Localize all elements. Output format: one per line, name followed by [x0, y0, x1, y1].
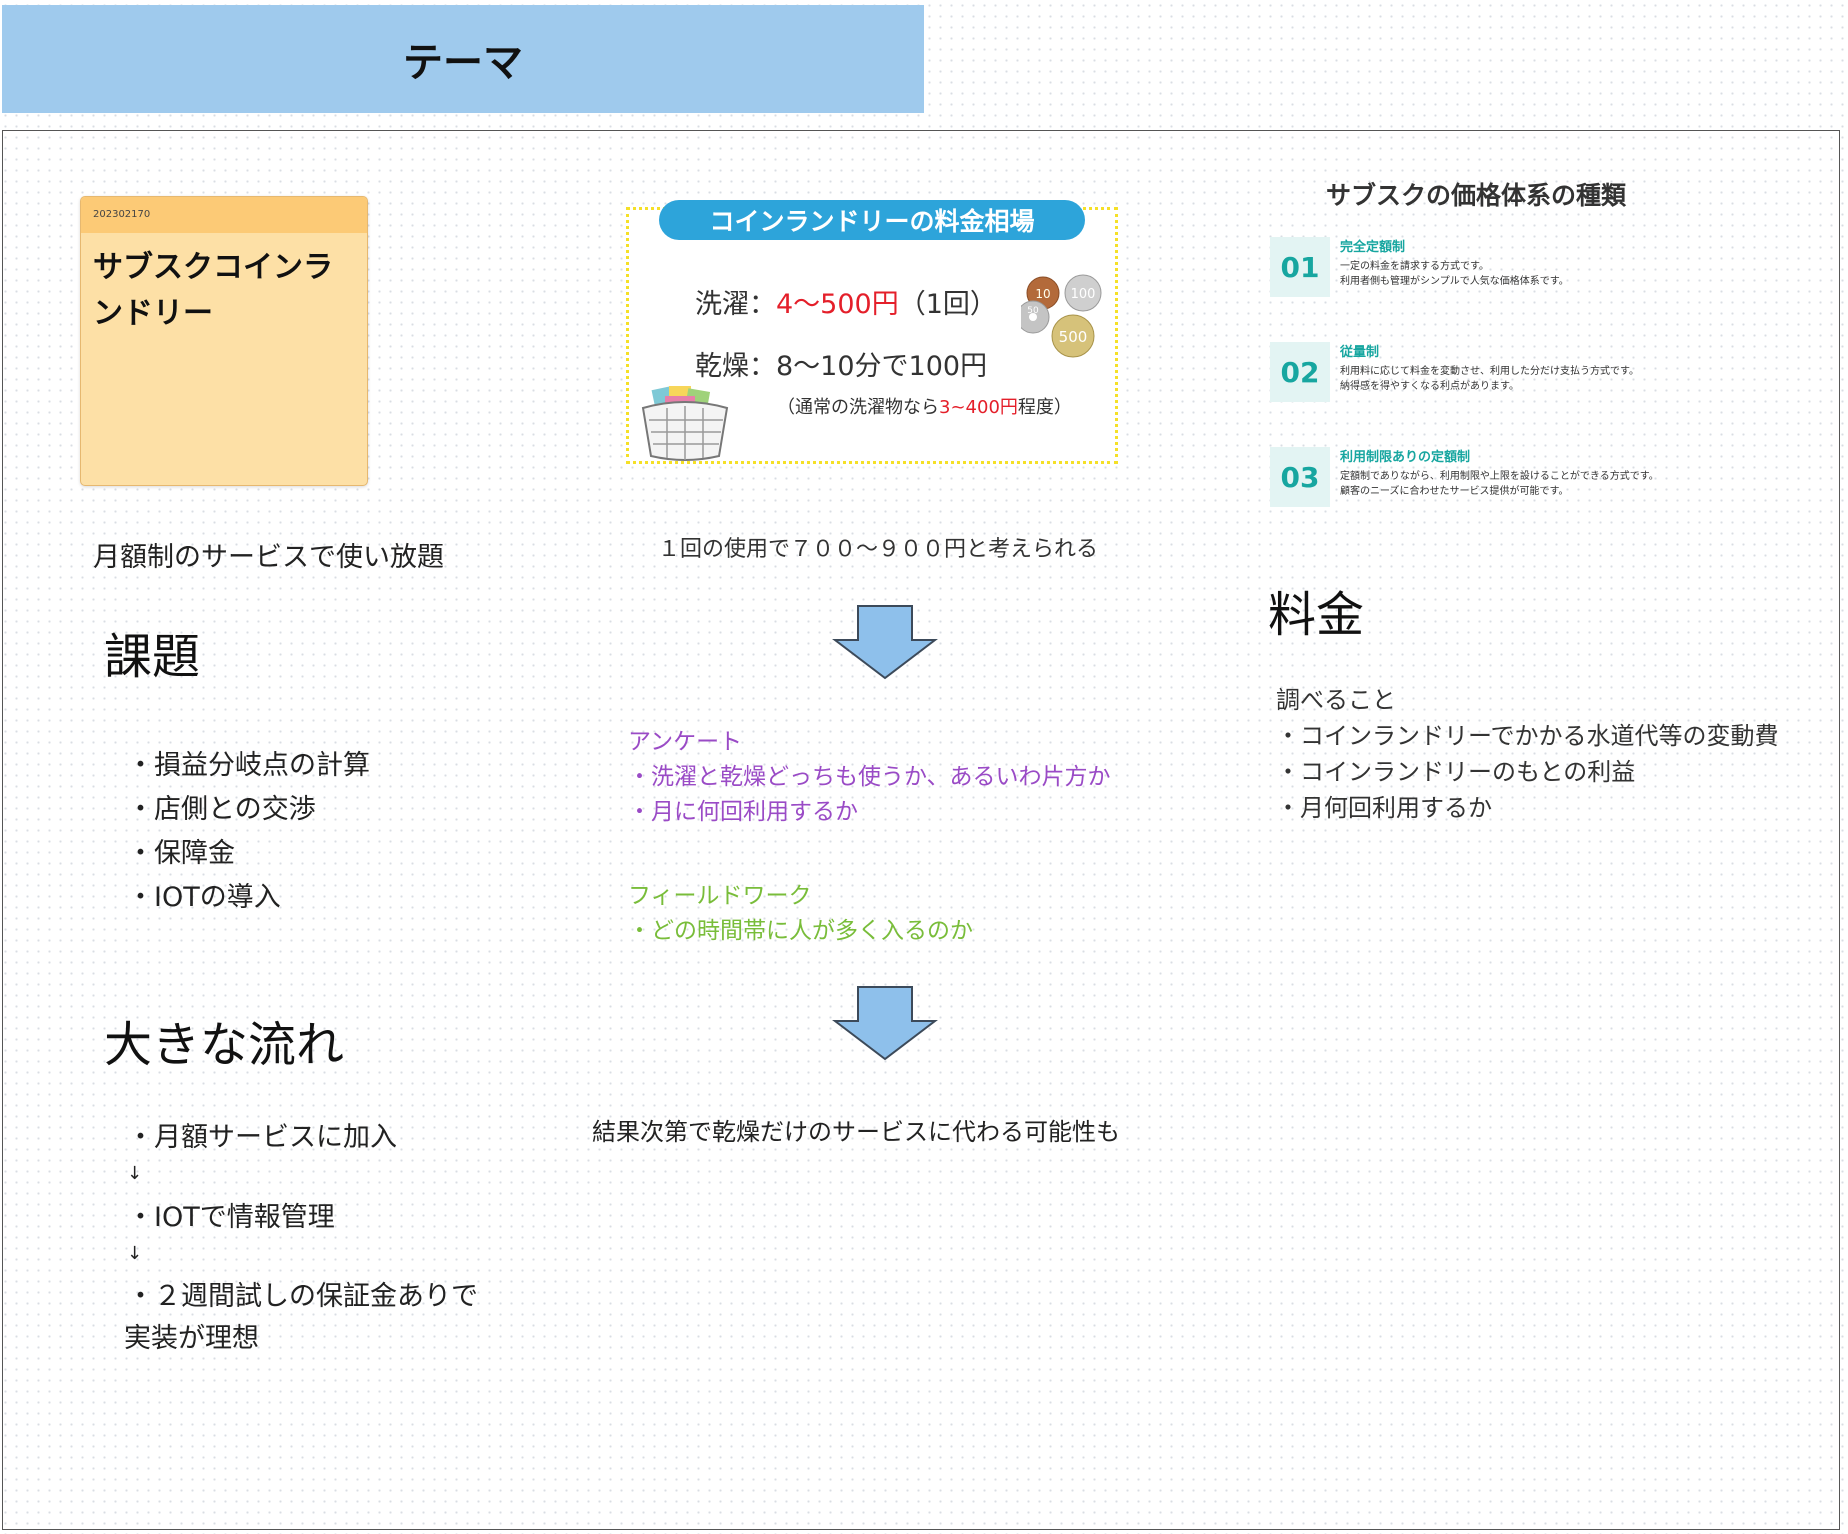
note-prefix: （通常の洗濯物なら: [777, 397, 939, 418]
issue-item[interactable]: ・保障金: [127, 838, 235, 869]
coin-label: 500: [1059, 328, 1088, 346]
pricing-desc: 利用料に応じて料金を変動させ、利用した分だけ支払う方式です。: [1340, 366, 1639, 377]
issue-item[interactable]: ・店側との交渉: [127, 794, 316, 825]
coin-label: 50: [1027, 306, 1039, 316]
down-arrow-icon: [832, 986, 938, 1061]
pricing-number: 03: [1270, 447, 1330, 507]
pricing-number: 01: [1270, 237, 1330, 297]
theme-title: テーマ: [403, 40, 523, 86]
survey-item[interactable]: ・月に何回利用するか: [628, 799, 858, 825]
survey-heading[interactable]: アンケート: [628, 729, 743, 755]
research-item[interactable]: ・月何回利用するか: [1276, 794, 1492, 822]
conclusion-text[interactable]: 結果次第で乾燥だけのサービスに代わる可能性も: [592, 1118, 1120, 1146]
wash-label: 洗濯：: [695, 289, 776, 320]
wash-price: 4〜500円: [776, 289, 899, 320]
pricing-name: 従量制: [1340, 345, 1380, 360]
wash-price-line: 洗濯：4〜500円（1回）: [695, 282, 997, 321]
fieldwork-item[interactable]: ・どの時間帯に人が多く入るのか: [628, 918, 973, 944]
pricing-desc: 利用者側も管理がシンプルで人気な価格体系です。: [1340, 276, 1569, 287]
flow-item[interactable]: ・月額サービスに加入: [127, 1122, 397, 1153]
sticky-note[interactable]: 202302170 サブスクコインランドリー: [80, 196, 368, 486]
pricing-name: 完全定額制: [1340, 240, 1406, 255]
flow-item[interactable]: ・２週間試しの保証金ありで: [127, 1281, 478, 1312]
coin-icon: 10 100 50 500: [1021, 274, 1102, 358]
board-frame: [2, 130, 1840, 1530]
coin-laundry-card[interactable]: コインランドリーの料金相場 洗濯：4〜500円（1回） 乾燥：8〜10分で100…: [626, 200, 1118, 464]
flow-arrow: ↓: [127, 1163, 143, 1184]
laundry-basket-icon: [641, 386, 729, 461]
issues-heading[interactable]: 課題: [104, 629, 201, 685]
coin-card-title: コインランドリーの料金相場: [659, 200, 1085, 240]
flow-arrow: ↓: [127, 1243, 143, 1264]
service-subtitle[interactable]: 月額制のサービスで使い放題: [93, 542, 444, 573]
pricing-number: 02: [1270, 342, 1330, 402]
fieldwork-heading[interactable]: フィールドワーク: [628, 883, 812, 909]
dry-price-line: 乾燥：8〜10分で100円: [695, 351, 988, 382]
note-suffix: 程度）: [1017, 397, 1072, 418]
pricing-desc: 納得感を得やすくなる利点があります。: [1340, 381, 1519, 392]
research-item[interactable]: ・コインランドリーのもとの利益: [1276, 758, 1636, 786]
pricing-desc: 定額制でありながら、利用制限や上限を設けることができる方式です。: [1340, 471, 1659, 482]
usage-estimate[interactable]: １回の使用で７００〜９００円と考えられる: [658, 537, 1099, 562]
sticky-id: 202302170: [81, 197, 367, 233]
note-price: 3~400円: [939, 397, 1018, 418]
issue-item[interactable]: ・損益分岐点の計算: [127, 750, 370, 781]
pricing-title[interactable]: サブスクの価格体系の種類: [1326, 181, 1627, 210]
down-arrow-icon: [832, 605, 938, 680]
fee-heading[interactable]: 料金: [1268, 587, 1365, 643]
issue-item[interactable]: ・IOTの導入: [127, 882, 281, 913]
research-label[interactable]: 調べること: [1276, 686, 1396, 714]
flow-item[interactable]: ・IOTで情報管理: [127, 1202, 335, 1233]
wash-unit: （1回）: [898, 289, 997, 320]
coin-label: 10: [1035, 287, 1050, 301]
pricing-desc: 顧客のニーズに合わせたサービス提供が可能です。: [1340, 486, 1569, 497]
survey-item[interactable]: ・洗濯と乾燥どっちも使うか、あるいわ片方か: [628, 764, 1111, 790]
pricing-name: 利用制限ありの定額制: [1340, 450, 1471, 465]
pricing-desc: 一定の料金を請求する方式です。: [1340, 261, 1489, 272]
price-note: （通常の洗濯物なら3~400円程度）: [777, 393, 1072, 419]
theme-header[interactable]: テーマ: [2, 5, 924, 113]
flow-item[interactable]: 実装が理想: [124, 1323, 259, 1354]
sticky-title: サブスクコインランドリー: [93, 250, 333, 331]
coin-label: 100: [1071, 287, 1096, 302]
flow-heading[interactable]: 大きな流れ: [104, 1017, 345, 1073]
research-item[interactable]: ・コインランドリーでかかる水道代等の変動費: [1276, 722, 1779, 750]
